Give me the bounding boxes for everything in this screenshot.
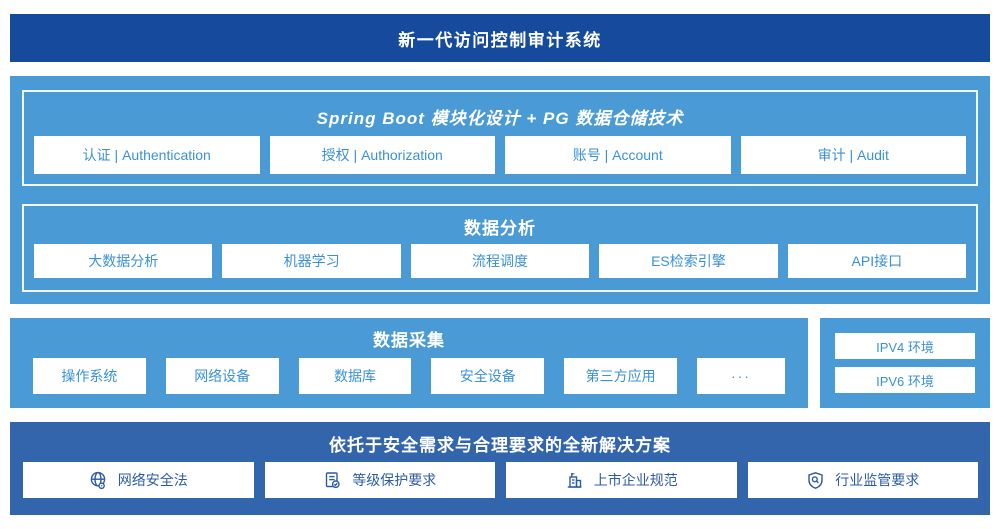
module-api-interface: API接口 xyxy=(787,244,967,278)
solution-row: 网络安全法 等级保护要求 xyxy=(23,462,978,498)
solution-classified-protection: 等级保护要求 xyxy=(264,462,495,498)
source-third-party-app: 第三方应用 xyxy=(564,358,677,394)
building-flag-icon xyxy=(565,471,584,490)
solution-label: 行业监管要求 xyxy=(835,472,920,488)
solution-listed-company-standard: 上市企业规范 xyxy=(506,462,737,498)
solution-label: 网络安全法 xyxy=(117,472,188,488)
source-security-device: 安全设备 xyxy=(431,358,545,394)
solution-industry-regulation: 行业监管要求 xyxy=(747,462,978,498)
data-collection-title: 数据采集 xyxy=(373,331,445,350)
module-authorization: 授权 | Authorization xyxy=(269,136,495,174)
source-network-device: 网络设备 xyxy=(165,358,279,394)
source-database: 数据库 xyxy=(298,358,412,394)
module-audit: 审计 | Audit xyxy=(740,136,966,174)
shield-search-icon xyxy=(806,471,825,490)
analysis-module-row: 大数据分析 机器学习 流程调度 ES检索引擎 API接口 xyxy=(34,244,967,278)
auth-module-row: 认证 | Authentication 授权 | Authorization 账… xyxy=(34,136,966,174)
solution-title: 依托于安全需求与合理要求的全新解决方案 xyxy=(329,436,671,455)
source-ellipsis: ··· xyxy=(696,358,785,394)
spring-boot-section-title: Spring Boot 模块化设计 + PG 数据仓储技术 xyxy=(316,109,684,128)
globe-location-icon xyxy=(89,471,108,490)
module-es-search-engine: ES检索引擎 xyxy=(599,244,778,278)
solution-cybersecurity-law: 网络安全法 xyxy=(23,462,254,498)
env-ipv6: IPV6 环境 xyxy=(835,367,975,393)
solution-section: 依托于安全需求与合理要求的全新解决方案 网络安全法 xyxy=(10,422,990,515)
tech-container: Spring Boot 模块化设计 + PG 数据仓储技术 认证 | Authe… xyxy=(10,76,990,304)
module-authentication: 认证 | Authentication xyxy=(34,136,260,174)
environment-section: IPV4 环境 IPV6 环境 xyxy=(820,318,990,408)
data-source-row: 操作系统 网络设备 数据库 安全设备 第三方应用 ··· xyxy=(33,358,785,394)
env-ipv4: IPV4 环境 xyxy=(835,333,975,359)
module-machine-learning: 机器学习 xyxy=(222,244,401,278)
data-collection-section: 数据采集 操作系统 网络设备 数据库 安全设备 第三方应用 ··· xyxy=(10,318,808,408)
solution-label: 上市企业规范 xyxy=(593,472,678,488)
solution-label: 等级保护要求 xyxy=(352,472,437,488)
spring-boot-section: Spring Boot 模块化设计 + PG 数据仓储技术 认证 | Authe… xyxy=(22,90,978,186)
data-analysis-section: 数据分析 大数据分析 机器学习 流程调度 ES检索引擎 API接口 xyxy=(22,204,978,292)
page-title: 新一代访问控制审计系统 xyxy=(398,30,602,50)
module-account: 账号 | Account xyxy=(505,136,731,174)
data-analysis-title: 数据分析 xyxy=(464,219,536,238)
source-operating-system: 操作系统 xyxy=(33,358,146,394)
module-big-data-analysis: 大数据分析 xyxy=(34,244,213,278)
module-process-scheduling: 流程调度 xyxy=(410,244,590,278)
document-check-icon xyxy=(323,471,342,490)
top-banner: 新一代访问控制审计系统 xyxy=(10,14,990,62)
